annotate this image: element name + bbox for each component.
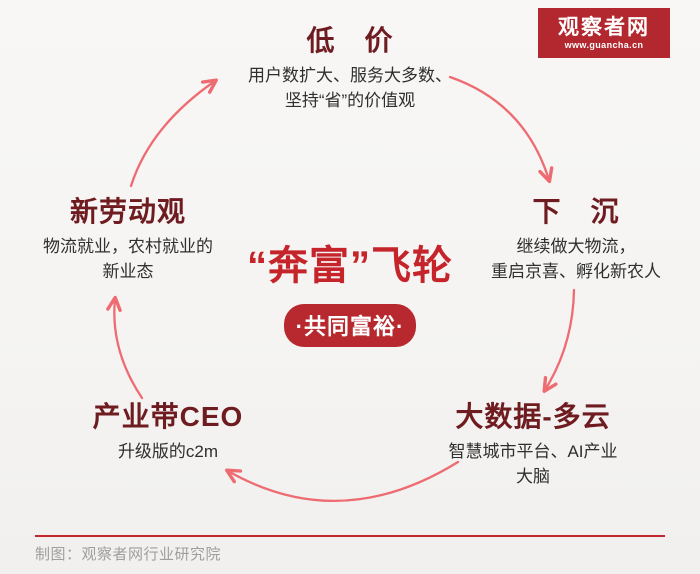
node-sink-down-desc: 继续做大物流， 重启京喜、孵化新农人 [456,234,696,284]
node-sink-down-desc-line: 继续做大物流， [516,237,636,256]
node-sink-down-title: 下 沉 [532,196,620,227]
center-title-group: “奔富”飞轮 ·共同富裕· [190,233,510,347]
node-industry-belt-ceo-desc: 升级版的c2m [46,439,290,464]
guancha-logo: 观察者网 www.guancha.cn [538,8,670,58]
node-big-data-multi-cloud-title: 大数据-多云 [455,401,611,432]
node-low-price-desc-line: 坚持“省”的价值观 [284,91,416,110]
arrow-industry-belt-ceo-to-new-labor [106,295,144,400]
node-low-price-title: 低 价 [306,25,394,56]
footer-credit: 制图：观察者网行业研究院 [35,546,222,563]
node-low-price-desc: 用户数扩大、服务大多数、 坚持“省”的价值观 [190,63,510,113]
footer-divider [35,535,665,537]
guancha-logo-url: www.guancha.cn [564,39,644,50]
node-big-data-desc-line: 智慧城市平台、AI产业 [448,442,618,461]
node-new-labor-view-title: 新劳动观 [69,196,186,227]
node-sink-down: 下 沉 继续做大物流， 重启京喜、孵化新农人 [456,197,696,284]
node-low-price: 低 价 用户数扩大、服务大多数、 坚持“省”的价值观 [190,26,510,113]
node-new-labor-view: 新劳动观 物流就业，农村就业的 新业态 [8,197,248,284]
node-sink-down-desc-line: 重启京喜、孵化新农人 [491,262,661,281]
node-new-labor-view-desc-line: 新业态 [102,262,154,281]
node-big-data-desc-line: 大脑 [516,467,550,486]
node-new-labor-view-desc: 物流就业，农村就业的 新业态 [8,234,248,284]
node-low-price-desc-line: 用户数扩大、服务大多数、 [248,66,452,85]
node-industry-belt-ceo-title: 产业带CEO [92,401,244,432]
flywheel-title: “奔富”飞轮 [247,244,453,288]
node-industry-belt-ceo-desc-line: 升级版的c2m [117,442,219,461]
node-big-data-multi-cloud: 大数据-多云 智慧城市平台、AI产业 大脑 [400,402,666,489]
node-industry-belt-ceo: 产业带CEO 升级版的c2m [46,402,290,464]
node-new-labor-view-desc-line: 物流就业，农村就业的 [43,237,213,256]
guancha-logo-name: 观察者网 [558,15,650,39]
common-prosperity-badge: ·共同富裕· [283,304,417,347]
arrow-sink-down-to-big-data [542,288,576,393]
node-big-data-multi-cloud-desc: 智慧城市平台、AI产业 大脑 [400,439,666,489]
